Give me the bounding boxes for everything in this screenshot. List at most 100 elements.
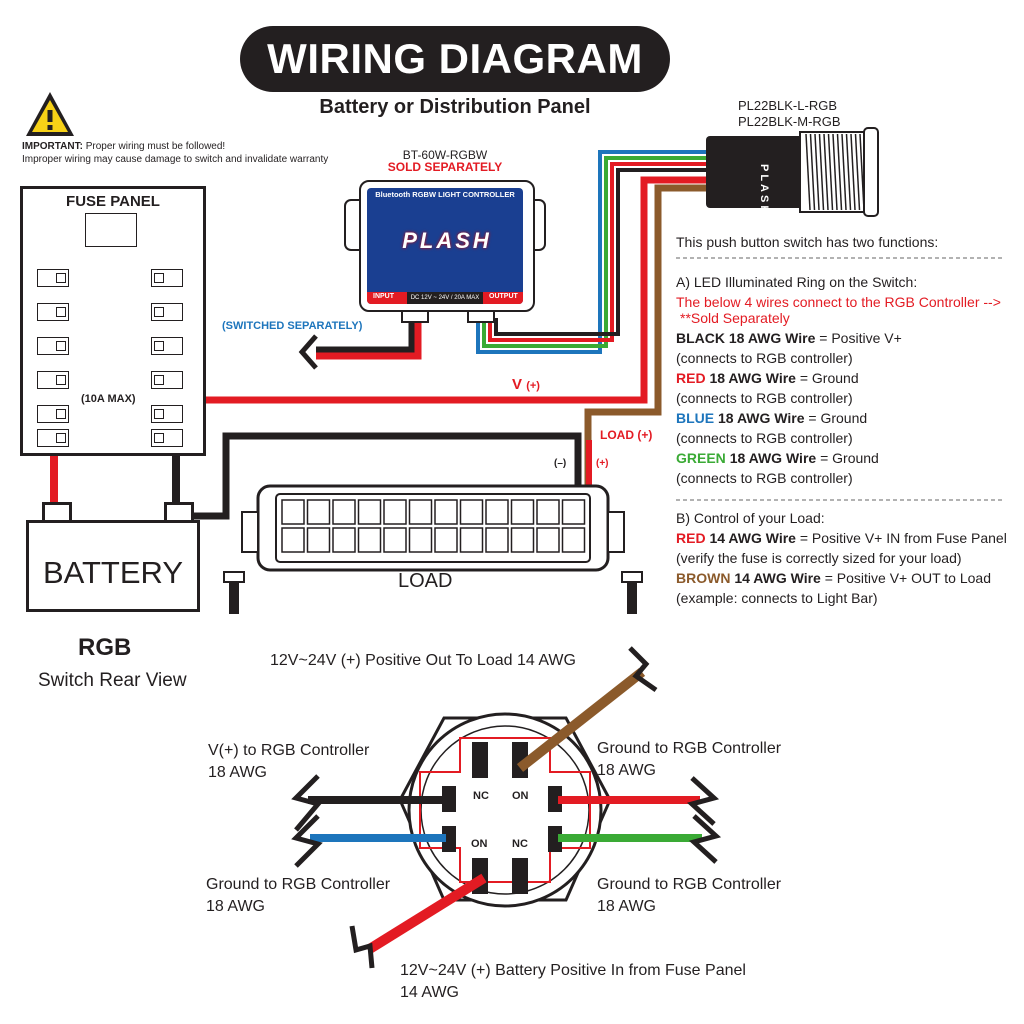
- instructions-a-note: The below 4 wires connect to the RGB Con…: [676, 294, 1001, 310]
- wire-spec: 18 AWG Wire: [729, 450, 821, 466]
- controller-model: BT-60W-RGBW: [402, 148, 488, 162]
- wire-sub: (verify the fuse is correctly sized for …: [676, 550, 962, 566]
- instructions-a-note2: **Sold Separately: [680, 310, 790, 326]
- wire-desc: = Positive V+ IN from Fuse Panel: [799, 530, 1007, 546]
- rear-right-top-line2: 18 AWG: [597, 762, 656, 779]
- wire-sub: (connects to RGB controller): [676, 350, 853, 366]
- warning-icon: [26, 92, 74, 136]
- v-plus-wire: [200, 176, 706, 404]
- wire-sub: (connects to RGB controller): [676, 470, 853, 486]
- wire-color-name: RED: [676, 530, 710, 546]
- rear-view-title: RGB: [78, 634, 132, 661]
- wire-sub: (example: connects to Light Bar): [676, 590, 878, 606]
- rear-right-bottom-line2: 18 AWG: [597, 898, 656, 915]
- load-label: LOAD: [398, 570, 453, 592]
- wire-color-name: BROWN: [676, 570, 735, 586]
- load-plus-label: LOAD (+): [600, 428, 653, 442]
- controller-spec: DC 12V ~ 24V / 20A MAX: [407, 292, 483, 304]
- page-title: WIRING DIAGRAM: [240, 26, 670, 92]
- wire-sub: (connects to RGB controller): [676, 390, 853, 406]
- fuse-slot: [151, 429, 183, 447]
- rear-right-bottom-label: Ground to RGB Controller 18 AWG: [597, 874, 781, 918]
- instructions-a-title: A) LED Illuminated Ring on the Switch:: [676, 274, 918, 290]
- rear-left-top-line2: 18 AWG: [208, 764, 267, 781]
- load-plus-wire: [584, 184, 706, 486]
- wire-spec: 18 AWG Wire: [728, 330, 820, 346]
- instructions-a-list: BLACK 18 AWG Wire = Positive V+ (connects…: [676, 328, 1016, 488]
- v-plus-sign: (+): [526, 380, 540, 392]
- warning-line2: Improper wiring may cause damage to swit…: [22, 154, 329, 165]
- v-plus-letter: V: [512, 376, 523, 393]
- instruction-wire-line: RED 18 AWG Wire = Ground: [676, 368, 1016, 388]
- fuse-panel-title: FUSE PANEL: [66, 193, 160, 210]
- rgb-wire-bundle: [476, 150, 706, 354]
- battery-label: BATTERY: [42, 555, 184, 590]
- wire-desc: = Positive V+: [819, 330, 902, 346]
- fuse-slot: [37, 337, 69, 355]
- controller-body: Bluetooth RGBW LIGHT CONTROLLER PLASH IN…: [359, 180, 535, 312]
- fuse-slot: [37, 371, 69, 389]
- fuse-panel-window: [85, 213, 137, 247]
- v-plus-label: V (+): [512, 376, 540, 393]
- rear-bottom-line1: 12V~24V (+) Battery Positive In from Fus…: [400, 962, 746, 979]
- wire-desc: = Ground: [820, 450, 879, 466]
- fuse-slot: [151, 303, 183, 321]
- controller-sold-separately: SOLD SEPARATELY: [387, 160, 503, 174]
- pin-label-on-top: ON: [512, 790, 529, 802]
- instructions-intro: This push button switch has two function…: [676, 234, 939, 250]
- pin-label-nc-bottom: NC: [512, 838, 528, 850]
- instructions-b-title: B) Control of your Load:: [676, 510, 825, 526]
- battery: BATTERY: [26, 520, 200, 612]
- controller-input-label: INPUT: [373, 293, 394, 300]
- load-minus-label: (–): [554, 458, 567, 469]
- switch-models: PL22BLK-L-RGB PL22BLK-M-RGB: [738, 98, 841, 130]
- controller-input-wire: [298, 318, 422, 370]
- wire-color-name: RED: [676, 370, 710, 386]
- light-bar: [223, 484, 643, 614]
- warning-text: IMPORTANT: Proper wiring must be followe…: [22, 140, 382, 166]
- rear-left-top-line1: V(+) to RGB Controller: [208, 742, 370, 759]
- rear-right-top-label: Ground to RGB Controller 18 AWG: [597, 738, 781, 782]
- wire-color-name: BLUE: [676, 410, 718, 426]
- instructions-b-list: RED 14 AWG Wire = Positive V+ IN from Fu…: [676, 528, 1016, 608]
- switch-logo: PLASH: [758, 164, 770, 217]
- rear-left-bottom-line1: Ground to RGB Controller: [206, 876, 391, 893]
- fuse-panel: FUSE PANEL (10A MAX): [20, 186, 206, 456]
- rear-left-bottom-label: Ground to RGB Controller 18 AWG: [206, 874, 390, 918]
- fuse-slot: [151, 337, 183, 355]
- instruction-wire-line: BLUE 18 AWG Wire = Ground: [676, 408, 1016, 428]
- page-subtitle: Battery or Distribution Panel: [319, 96, 591, 118]
- load-plus-small-label: (+): [596, 458, 609, 469]
- wire-spec: 18 AWG Wire: [718, 410, 809, 426]
- push-switch: [706, 127, 879, 217]
- wire-sub: (connects to RGB controller): [676, 430, 853, 446]
- switch-model-1: PL22BLK-L-RGB: [738, 98, 837, 113]
- pin-label-on-bottom: ON: [471, 838, 488, 850]
- instruction-wire-line: GREEN 18 AWG Wire = Ground: [676, 448, 1016, 468]
- rear-bottom-line2: 14 AWG: [400, 984, 459, 1001]
- warning-line1: Proper wiring must be followed!: [85, 141, 226, 152]
- rear-view-subtitle: Switch Rear View: [38, 670, 187, 691]
- rear-bottom-label: 12V~24V (+) Battery Positive In from Fus…: [400, 960, 746, 1004]
- wire-desc: = Ground: [808, 410, 868, 426]
- switch-model-2: PL22BLK-M-RGB: [738, 114, 841, 129]
- wire-spec: 14 AWG Wire: [709, 530, 800, 546]
- wire-color-name: BLACK: [676, 330, 729, 346]
- controller-logo: PLASH: [402, 228, 492, 253]
- instruction-wire-line: BLACK 18 AWG Wire = Positive V+: [676, 328, 1016, 348]
- instruction-wire-line: BROWN 14 AWG Wire = Positive V+ OUT to L…: [676, 568, 1016, 588]
- rgb-controller: Bluetooth RGBW LIGHT CONTROLLER PLASH IN…: [345, 180, 545, 312]
- rear-right-bottom-line1: Ground to RGB Controller: [597, 876, 782, 893]
- fuse-max-label: (10A MAX): [81, 393, 136, 405]
- wire-desc: = Ground: [799, 370, 859, 386]
- rear-right-top-line1: Ground to RGB Controller: [597, 740, 782, 757]
- wire-spec: 18 AWG Wire: [709, 370, 800, 386]
- fuse-slot: [151, 405, 183, 423]
- switch-rear-view: [398, 712, 612, 908]
- fuse-slot: [37, 405, 69, 423]
- controller-output-label: OUTPUT: [489, 293, 518, 300]
- rear-left-bottom-line2: 18 AWG: [206, 898, 265, 915]
- controller-label-panel: Bluetooth RGBW LIGHT CONTROLLER PLASH IN…: [367, 188, 523, 304]
- wire-desc: = Positive V+ OUT to Load: [824, 570, 991, 586]
